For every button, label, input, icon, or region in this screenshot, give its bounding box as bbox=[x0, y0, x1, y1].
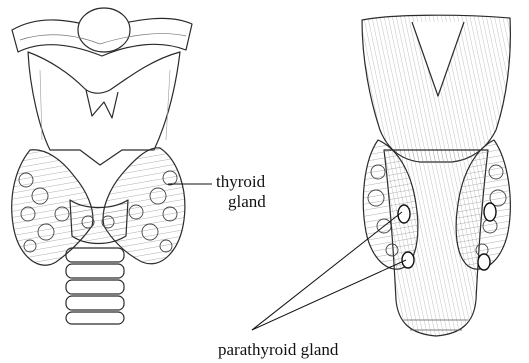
parathyroid-leader-upper bbox=[252, 212, 402, 330]
parathyroid-label: parathyroid gland bbox=[218, 341, 338, 358]
anterior-view bbox=[12, 8, 212, 324]
epiglottis-tip bbox=[78, 8, 130, 52]
parathyroid-upper-right bbox=[484, 203, 496, 221]
thyroid-label-line2: gland bbox=[228, 193, 266, 210]
parathyroid-leader-lower bbox=[252, 260, 406, 330]
trachea bbox=[66, 248, 124, 324]
thyroid-isthmus bbox=[70, 200, 128, 244]
parathyroid-lower-right bbox=[478, 254, 490, 270]
parathyroid-lower-left bbox=[402, 252, 414, 268]
thyroid-label-line1: thyroid bbox=[216, 173, 265, 190]
posterior-view bbox=[252, 15, 510, 336]
